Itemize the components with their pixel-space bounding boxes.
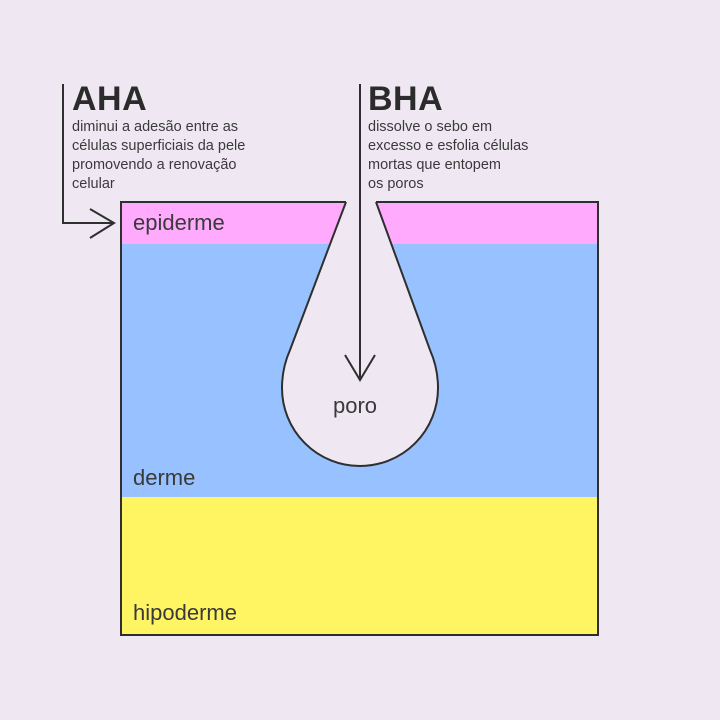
- epiderme-label: epiderme: [133, 210, 225, 235]
- pore-outline: [280, 201, 440, 467]
- hipoderme-layer: [121, 497, 598, 635]
- aha-title: AHA: [72, 80, 148, 118]
- aha-arrow-icon: [62, 84, 116, 239]
- pore-label: poro: [333, 393, 378, 418]
- hipoderme-label: hipoderme: [133, 600, 237, 625]
- bha-arrow-icon: [344, 84, 376, 382]
- aha-description: diminui a adesão entre as células superf…: [72, 119, 246, 192]
- skin-outline: [120, 201, 599, 636]
- bha-description: dissolve o sebo em excesso e esfolia cél…: [368, 119, 529, 192]
- derme-label: derme: [133, 465, 196, 490]
- bha-title: BHA: [368, 80, 444, 118]
